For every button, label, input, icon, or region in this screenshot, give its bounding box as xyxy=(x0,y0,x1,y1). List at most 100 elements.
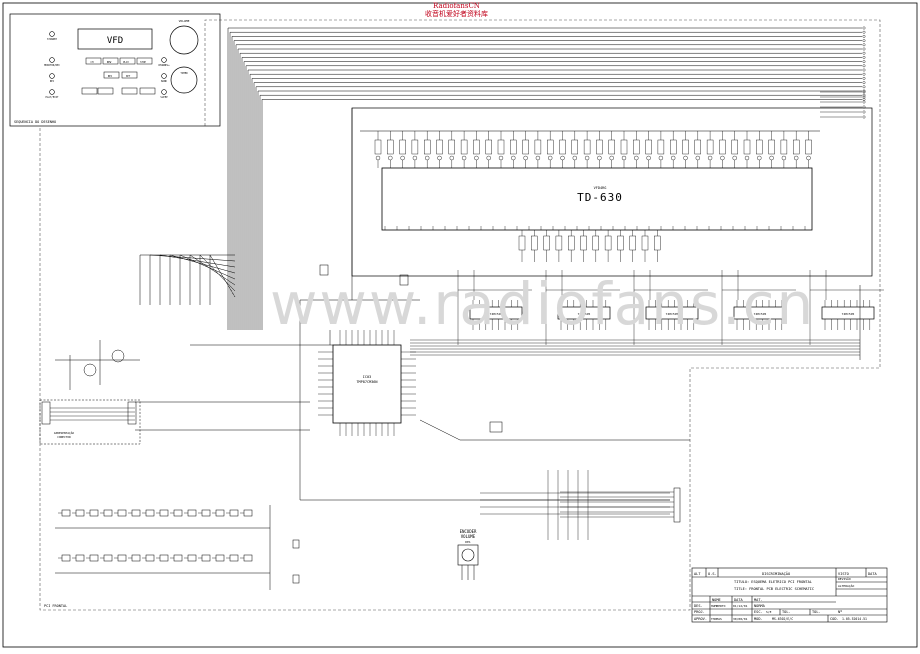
panel-small-label: CHANNEL+ xyxy=(158,64,170,67)
driver-ic-label: 74HC595 xyxy=(754,312,767,316)
grid-driver-icon xyxy=(436,139,443,155)
tb-revisao: REVISÃO xyxy=(838,576,851,581)
tb-aprov: APROV. xyxy=(694,617,707,621)
transistor-icon xyxy=(584,155,590,161)
key-switch-icon xyxy=(215,509,225,517)
key-switch-icon xyxy=(61,554,71,562)
key-switch-icon xyxy=(187,554,197,562)
transistor-icon xyxy=(486,155,491,161)
segment-driver-icon xyxy=(518,235,526,251)
key-switch-icon xyxy=(201,554,211,562)
vfd-title: TD-630 xyxy=(577,191,623,204)
tb-des-data: 01/12/01 xyxy=(733,604,748,608)
panel-small-label: TIMER xyxy=(180,72,188,75)
transistor-icon xyxy=(111,349,125,363)
terminal-icon xyxy=(862,98,866,101)
grid-driver-icon xyxy=(424,139,431,155)
driver-ic xyxy=(645,306,699,320)
tb-titulo-en: TITLE: FRONTAL PCB ELECTRIC SCHEMATIC xyxy=(734,587,814,591)
key-switch-icon xyxy=(215,554,225,562)
panel-small-label: BAND xyxy=(161,80,167,83)
panel-button-icon xyxy=(49,73,55,79)
terminal-icon xyxy=(862,60,866,63)
panel-small-label: PLAY/EXIT xyxy=(46,96,60,99)
transistor-icon xyxy=(400,155,405,161)
terminal-icon xyxy=(862,105,866,109)
panel-small-label: MONITOR/REC xyxy=(44,64,60,67)
svg-text:APRESENTAÇÃO: APRESENTAÇÃO xyxy=(54,430,75,435)
tb-mat: MAT. xyxy=(754,598,763,602)
grid-driver-icon xyxy=(559,139,566,155)
driver-ic xyxy=(733,306,787,320)
tb-cod-val: 1.05.52014.51 xyxy=(842,617,867,621)
panel-button-icon xyxy=(161,89,167,95)
grid-driver-icon xyxy=(756,139,763,155)
transistor-icon xyxy=(695,155,700,161)
grid-driver-icon xyxy=(608,139,615,155)
panel-small-label: REC xyxy=(108,75,113,78)
panel-key-icon xyxy=(119,57,136,65)
panel-key-icon xyxy=(85,57,102,65)
panel-small-label: PLAY xyxy=(123,61,129,64)
title-block xyxy=(691,567,888,623)
panel-key-icon xyxy=(81,87,98,95)
terminal-icon xyxy=(862,26,866,30)
key-switch-icon xyxy=(117,554,127,562)
transistor-icon xyxy=(744,155,750,161)
tb-discr: DISCRIMINAÇÃO xyxy=(762,571,790,576)
panel-button-icon xyxy=(49,57,55,63)
grid-driver-icon xyxy=(522,139,529,155)
panel-caption: SEQUENCIA DO DESENHO xyxy=(14,120,56,124)
tb-aprov-nome: THOMAS xyxy=(711,617,722,621)
tb-visto: VISTO xyxy=(838,572,849,576)
tb-data2: DATA xyxy=(734,598,743,602)
grid-driver-icon xyxy=(485,139,492,155)
transistor-icon xyxy=(437,155,442,161)
segment-driver-icon xyxy=(654,235,661,251)
panel-key-icon xyxy=(102,57,119,65)
key-switch-icon xyxy=(243,554,253,562)
panel-button-icon xyxy=(49,89,55,95)
transistor-icon xyxy=(375,155,381,161)
grid-driver-icon xyxy=(497,139,505,155)
grid-driver-icon xyxy=(743,139,751,155)
grid-driver-icon xyxy=(780,139,788,155)
driver-ic xyxy=(557,306,611,320)
watermark-header: RadiofansCN 收音机爱好者资料库 xyxy=(425,2,488,18)
transistor-icon xyxy=(560,155,565,161)
key-switch-icon xyxy=(61,509,71,517)
transistor-icon xyxy=(621,155,627,161)
transistor-icon xyxy=(523,155,528,161)
segment-driver-icon xyxy=(580,235,587,251)
transistor-icon xyxy=(806,155,811,161)
panel-display-label: VFD xyxy=(107,36,123,46)
driver-ic-label: 74HC595 xyxy=(578,312,591,316)
grid-driver-icon xyxy=(694,139,701,155)
grid-driver-icon xyxy=(399,139,406,155)
segment-driver-icon xyxy=(543,235,550,251)
connector-icon xyxy=(673,487,681,523)
panel-key-icon xyxy=(121,71,138,79)
encoder-volume: ENCODER VOLUME DE1 xyxy=(457,529,479,580)
key-switch-icon xyxy=(89,554,99,562)
grid-driver-icon xyxy=(374,139,382,155)
panel-key-icon xyxy=(121,87,138,95)
transistor-icon xyxy=(769,155,774,161)
key-switch-icon xyxy=(117,509,127,517)
transistor-icon xyxy=(548,155,553,161)
connector-block: APRESENTAÇÃO CONECTOR xyxy=(39,399,141,445)
grid-driver-icon xyxy=(657,139,665,155)
svg-text:VOLUME: VOLUME xyxy=(461,534,476,539)
grid-driver-icon xyxy=(583,139,591,155)
transistor-icon xyxy=(425,155,430,161)
segment-driver-icon xyxy=(568,235,575,251)
terminal-icon xyxy=(862,90,866,94)
watermark-tagline: 收音机爱好者资料库 xyxy=(425,10,488,18)
segment-driver-icon xyxy=(629,235,636,251)
tb-cod: COD. xyxy=(830,617,839,621)
terminal-icon xyxy=(862,43,866,47)
key-switch-icon xyxy=(229,509,239,517)
tb-nome: NOME xyxy=(712,598,721,602)
tb-des: DES. xyxy=(694,604,703,608)
key-switch-icon xyxy=(229,554,239,562)
